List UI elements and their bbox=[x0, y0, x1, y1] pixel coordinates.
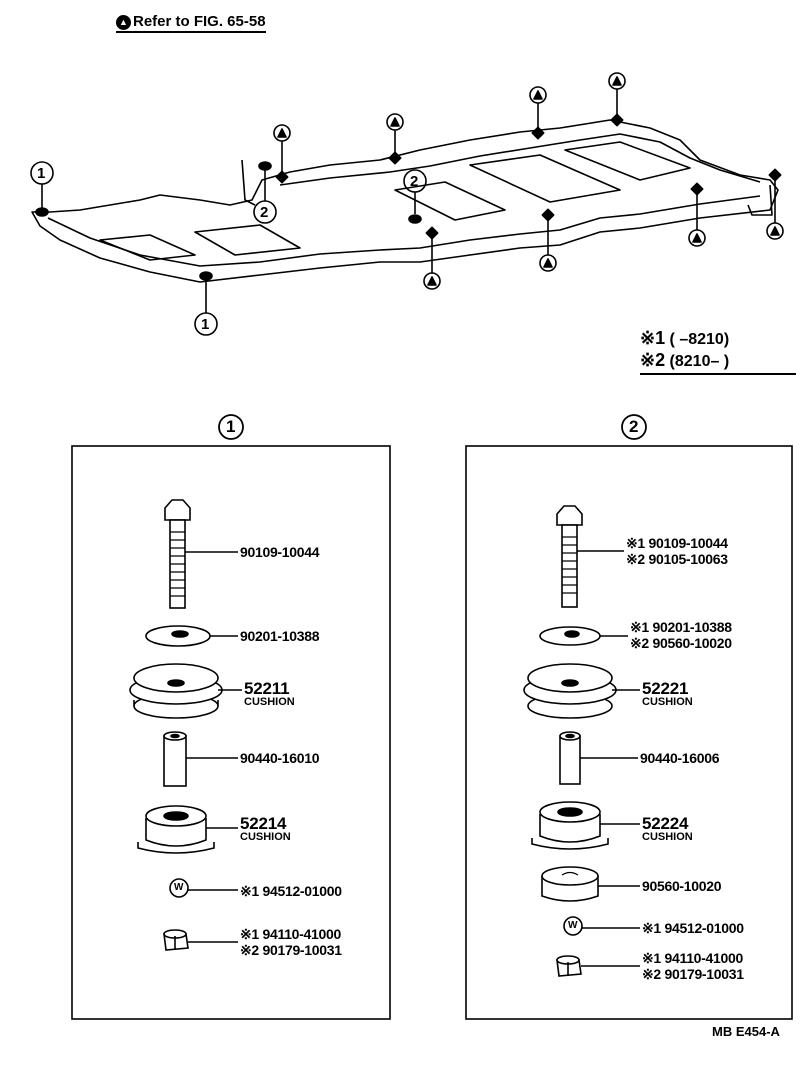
callout-1-bottom-label: 1 bbox=[201, 316, 210, 333]
panel-title-icons bbox=[218, 414, 647, 440]
callout-1-bottom bbox=[194, 271, 218, 336]
panel1-lower-cushion-icon bbox=[137, 805, 238, 854]
panel2-upper-cushion-icon bbox=[523, 663, 640, 719]
panel2-upper-cushion-no: 52221 bbox=[642, 679, 689, 698]
panel2-w-washer-icon bbox=[563, 916, 640, 936]
panel2-spacer-icon bbox=[541, 866, 640, 902]
marker-top-1 bbox=[273, 124, 291, 184]
panel2-nut-label-2: ※2 90179-10031 bbox=[642, 966, 744, 982]
panel2-collar-label: 90440-16006 bbox=[640, 750, 720, 766]
panel1-collar-label: 90440-16010 bbox=[240, 750, 320, 766]
frame-outline bbox=[31, 119, 779, 283]
frame-drawing bbox=[30, 72, 784, 336]
panel2-lower-cushion-name: CUSHION bbox=[642, 831, 693, 843]
crossmember-4 bbox=[469, 154, 621, 203]
callout-2-center bbox=[403, 169, 427, 224]
panel1-nut-icon bbox=[163, 929, 238, 951]
legend-item-2: ※2 (8210– ) bbox=[640, 350, 796, 375]
panel2-nut-icon bbox=[556, 955, 640, 977]
crossmember-3 bbox=[394, 181, 506, 221]
panel1-washer-icon bbox=[145, 625, 238, 647]
panel1-title: 1 bbox=[226, 417, 236, 436]
panel2-bolt-label-1: ※1 90109-10044 bbox=[626, 535, 728, 551]
marker-bottom-2 bbox=[539, 208, 557, 272]
panel1-washer-label: 90201-10388 bbox=[240, 628, 320, 644]
panel2-title: 2 bbox=[629, 417, 639, 436]
panel1-upper-cushion-name: CUSHION bbox=[244, 696, 295, 708]
callout-2-left-label: 2 bbox=[260, 204, 269, 221]
panel2-w-washer-glyph: W bbox=[568, 920, 578, 931]
panel1-bolt-icon bbox=[164, 499, 238, 609]
marker-top-3 bbox=[529, 86, 547, 140]
panel1-lower-cushion-no: 52214 bbox=[240, 814, 287, 833]
panel2-washer-icon bbox=[539, 626, 628, 646]
diagram-code: MB E454-A bbox=[712, 1024, 780, 1039]
panel1-w-washer-label: ※1 94512-01000 bbox=[240, 883, 342, 899]
panel1-w-washer-glyph: W bbox=[174, 882, 184, 893]
marker-top-2 bbox=[386, 113, 404, 165]
marker-top-4 bbox=[608, 72, 626, 127]
panel2-w-washer-label: ※1 94512-01000 bbox=[642, 920, 744, 936]
panel2-washer-label-2: ※2 90560-10020 bbox=[630, 635, 732, 651]
legend-item-1: ※1 ( –8210) bbox=[640, 328, 730, 348]
panel1-collar-icon bbox=[163, 731, 238, 787]
panel1-w-washer-icon bbox=[169, 878, 238, 898]
panel2-nut-label-1: ※1 94110-41000 bbox=[642, 950, 743, 966]
fig-reference-icon: ▲ bbox=[116, 15, 131, 30]
panel2-box bbox=[465, 445, 793, 1020]
panel1-nut-label-2: ※2 90179-10031 bbox=[240, 942, 342, 958]
panel2-spacer-label: 90560-10020 bbox=[642, 878, 722, 894]
panel2-bolt-label-2: ※2 90105-10063 bbox=[626, 551, 728, 567]
fig-reference-link[interactable]: ▲Refer to FIG. 65-58 bbox=[116, 13, 266, 33]
panel2-lower-cushion-no: 52224 bbox=[642, 814, 689, 833]
callout-1-left bbox=[30, 161, 54, 217]
fig-reference-text: Refer to FIG. 65-58 bbox=[133, 13, 266, 30]
marker-bottom-3 bbox=[688, 182, 706, 247]
panel2-collar-icon bbox=[559, 731, 638, 785]
frame-inner-top bbox=[279, 133, 761, 186]
frame-hook-left bbox=[241, 159, 256, 206]
crossmember-2 bbox=[194, 224, 301, 256]
panel1-box bbox=[71, 445, 391, 1020]
panel2-lower-cushion-icon bbox=[531, 801, 640, 850]
panel1-lower-cushion-name: CUSHION bbox=[240, 831, 291, 843]
panel1-upper-cushion-no: 52211 bbox=[244, 679, 290, 698]
panel1-upper-cushion-icon bbox=[129, 663, 242, 719]
marker-bottom-1 bbox=[423, 226, 441, 290]
callout-2-center-label: 2 bbox=[410, 173, 419, 190]
panel1-bolt-label: 90109-10044 bbox=[240, 544, 320, 560]
frame-hook-right bbox=[747, 184, 773, 216]
callout-1-left-label: 1 bbox=[37, 165, 46, 182]
crossmember-1 bbox=[99, 234, 196, 261]
panel2-bolt-icon bbox=[556, 505, 624, 608]
marker-bottom-4 bbox=[766, 168, 784, 240]
panel1-nut-label-1: ※1 94110-41000 bbox=[240, 926, 341, 942]
callout-2-left bbox=[253, 161, 277, 224]
crossmember-5 bbox=[564, 141, 691, 181]
panel2-washer-label-1: ※1 90201-10388 bbox=[630, 619, 732, 635]
panel2-upper-cushion-name: CUSHION bbox=[642, 696, 693, 708]
